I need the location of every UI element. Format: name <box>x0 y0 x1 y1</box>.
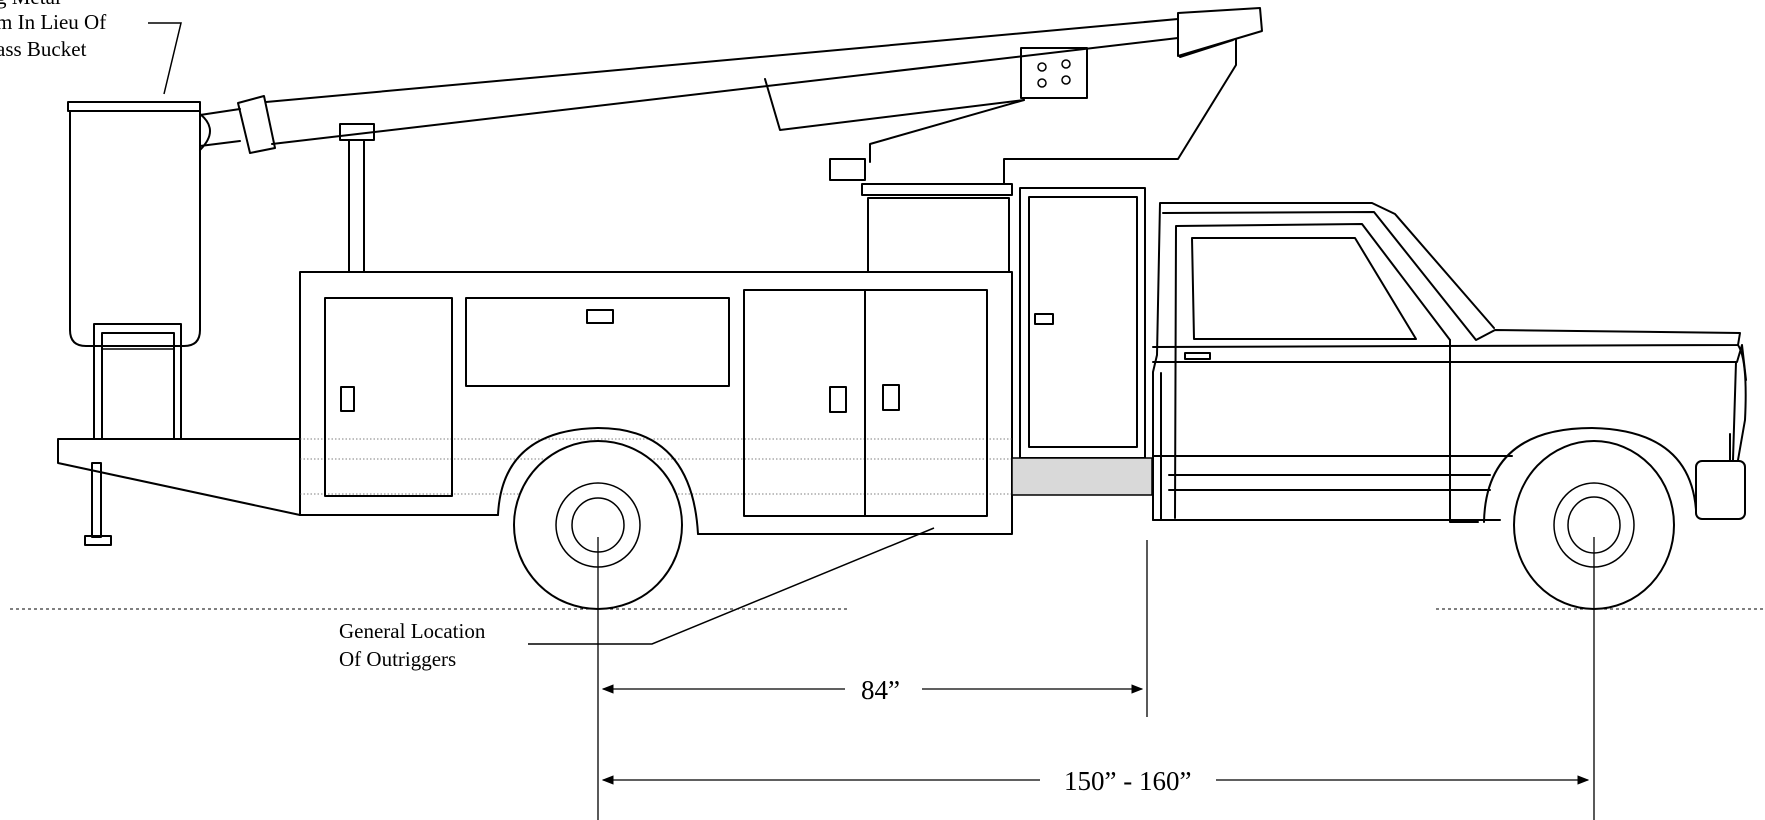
utility-body <box>299 271 1013 535</box>
wheelbase-dimension: 150” - 160” <box>1064 766 1191 796</box>
front-wheel <box>1513 440 1675 610</box>
step-plate <box>1011 457 1153 496</box>
rear-deck <box>57 438 301 546</box>
bucket-note-leader <box>148 22 182 95</box>
outrigger-note-line-2: Of Outriggers <box>339 647 456 671</box>
outrigger-note-line-1: General Location <box>339 619 486 643</box>
cab <box>1152 202 1747 523</box>
front-wheel-arch <box>1483 427 1697 523</box>
turret <box>861 183 1013 273</box>
bucket-note-line-2: m In Lieu Of <box>0 10 106 34</box>
cab-to-axle-dimension: 84” <box>861 675 900 705</box>
boom-rest-post <box>339 123 375 273</box>
compartment-door-rear <box>324 297 453 497</box>
compartment-door-top <box>465 297 730 387</box>
bucket-note-line-1: g Metal <box>0 0 61 9</box>
front-compartment <box>1011 187 1153 496</box>
boom <box>199 7 1263 184</box>
bucket-note-line-3: ass Bucket <box>0 37 87 61</box>
bucket <box>67 101 211 440</box>
rear-wheel-arch <box>497 427 699 535</box>
outrigger-leader <box>528 527 935 645</box>
front-bumper <box>1695 460 1746 520</box>
